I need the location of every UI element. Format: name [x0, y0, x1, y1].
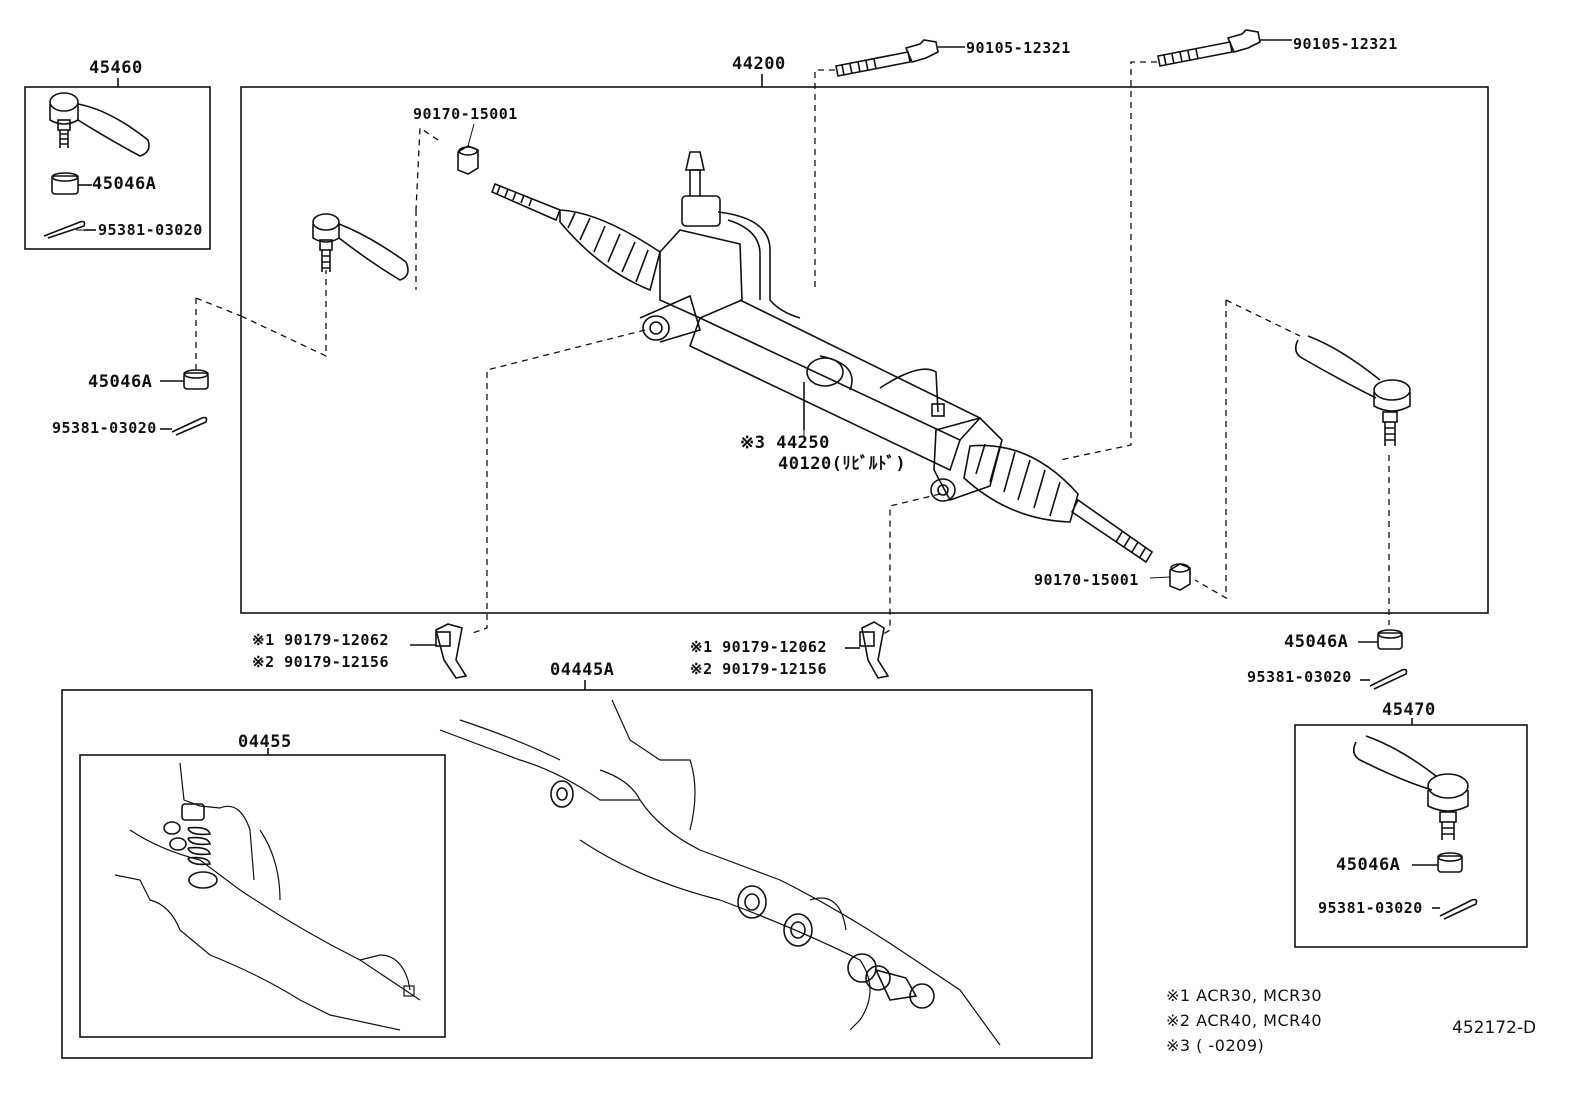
- castle-nut-icon: [1412, 852, 1463, 873]
- assembly-45470-label: 45470: [1382, 700, 1436, 720]
- assembly-44200-label: 44200: [732, 54, 786, 74]
- nut-icon: [457, 145, 479, 175]
- assembly-04445a-label: 04445A: [550, 660, 615, 680]
- bolt-icon: [1157, 29, 1292, 67]
- drawing-number: 452172-D: [1452, 1018, 1537, 1038]
- bracket-clamp-icon: [410, 623, 468, 679]
- nut-icon: [1169, 563, 1191, 591]
- model-note: ※3 ( -0209): [1166, 1036, 1265, 1055]
- tie-rod-end-icon: [49, 92, 150, 157]
- castle-nut-icon: [160, 369, 209, 390]
- part-label-bracket: ※1 90179-12062: [690, 638, 827, 656]
- model-note: ※1 ACR30, MCR30: [1166, 986, 1323, 1005]
- cotter-pin-icon: [160, 416, 208, 436]
- part-label-gear-rebuilt: 40120(ﾘﾋﾞﾙﾄﾞ): [778, 454, 907, 474]
- part-label-castle-nut: 45046A: [1336, 855, 1401, 875]
- assembly-45460-label: 45460: [89, 58, 143, 78]
- gasket-kit-box: [61, 689, 1093, 1059]
- assembly-04455-label: 04455: [238, 732, 292, 752]
- part-label-bracket: ※2 90179-12156: [252, 653, 389, 671]
- gasket-kit-ghost-icon: [439, 699, 1001, 1046]
- part-label-castle-nut: 45046A: [1284, 632, 1349, 652]
- part-label-cotter-pin: 95381-03020: [1318, 899, 1423, 917]
- bracket-clamp-icon: [845, 621, 890, 679]
- model-note: ※2 ACR40, MCR40: [1166, 1011, 1323, 1030]
- part-label-bracket: ※1 90179-12062: [252, 631, 389, 649]
- part-label-castle-nut: 45046A: [92, 174, 157, 194]
- cotter-pin-icon: [1432, 898, 1478, 920]
- cotter-pin-icon: [1360, 668, 1408, 690]
- seal-ring-icon: [550, 780, 935, 1009]
- valve-kit-box: [79, 754, 446, 1038]
- tie-rod-end-right-box: [1294, 724, 1528, 948]
- tie-rod-end-icon: [1352, 735, 1469, 840]
- part-label-gear-assembly: ※3 44250: [740, 433, 830, 453]
- part-label-castle-nut: 45046A: [88, 372, 153, 392]
- tie-rod-end-icon: [1294, 335, 1411, 446]
- part-label-bolt-right: 90105-12321: [1293, 35, 1398, 53]
- part-label-nut-top: 90170-15001: [413, 105, 518, 123]
- part-label-cotter-pin: 95381-03020: [98, 221, 203, 239]
- part-label-bracket: ※2 90179-12156: [690, 660, 827, 678]
- part-label-nut-bottom: 90170-15001: [1034, 571, 1139, 589]
- part-label-cotter-pin: 95381-03020: [1247, 668, 1352, 686]
- steering-rack-icon: [490, 151, 1154, 564]
- spring-icon: [163, 803, 218, 889]
- bolt-icon: [835, 39, 965, 77]
- valve-kit-ghost-icon: [114, 762, 421, 1031]
- tie-rod-end-icon: [312, 213, 409, 281]
- part-label-cotter-pin: 95381-03020: [52, 419, 157, 437]
- part-label-bolt-left: 90105-12321: [966, 39, 1071, 57]
- steering-gear-box: [240, 86, 1489, 614]
- castle-nut-icon: [1358, 629, 1403, 650]
- castle-nut-icon: [51, 172, 92, 195]
